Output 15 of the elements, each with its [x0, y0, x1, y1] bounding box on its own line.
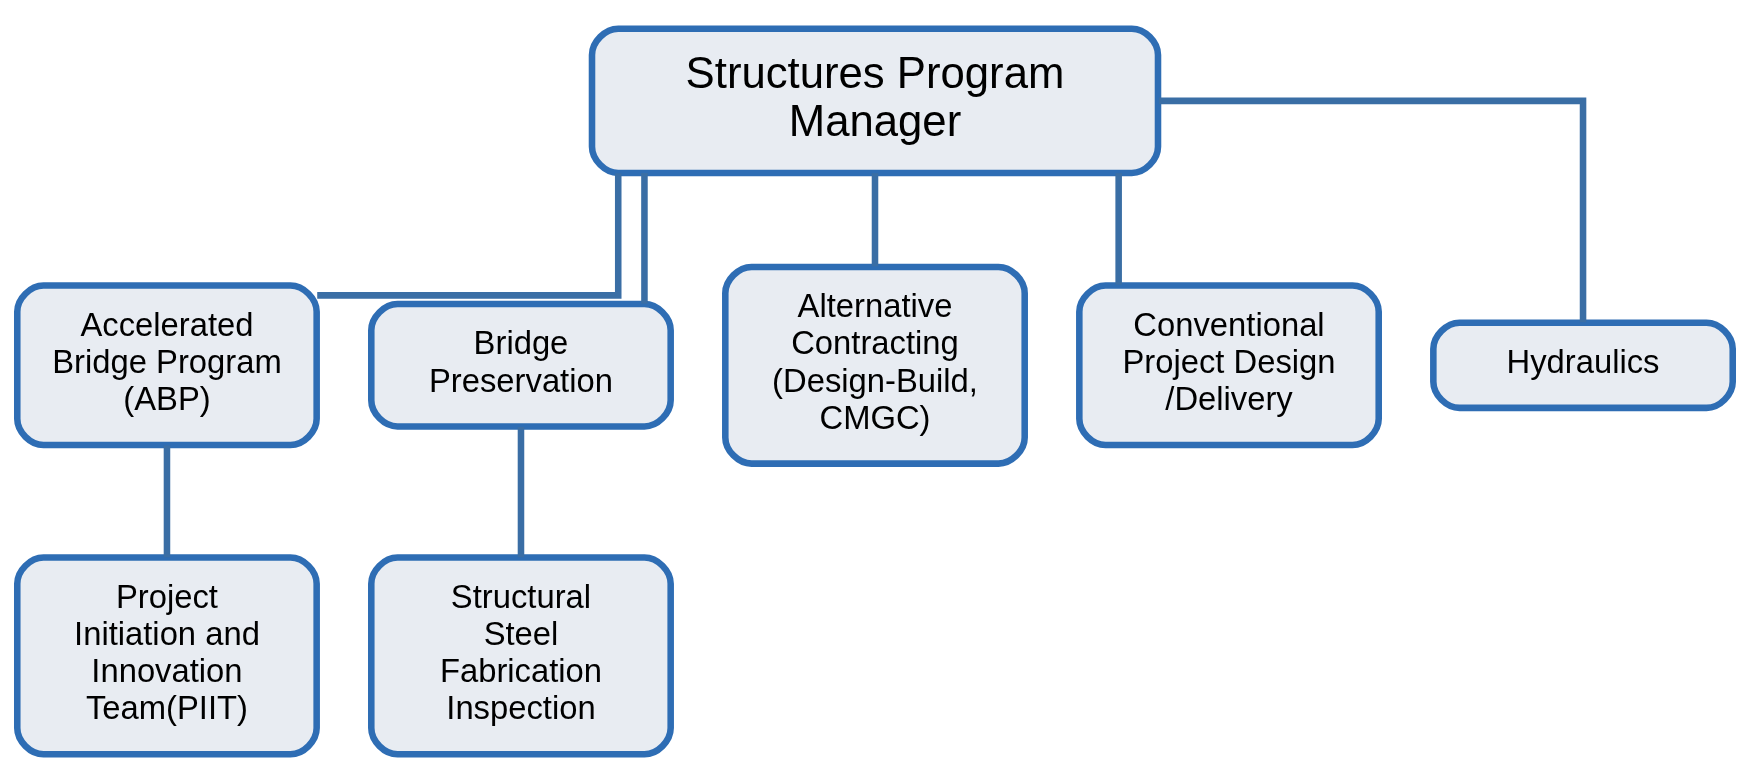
node-box: Structural Steel Fabrication Inspection [368, 554, 674, 758]
connector [1115, 173, 1122, 285]
node-box: Structures Program Manager [588, 25, 1162, 177]
node-box: Alternative Contracting (Design-Build, CMGC) [722, 263, 1028, 467]
node-box: Bridge Preservation [368, 300, 674, 430]
connector [163, 445, 171, 558]
connector [641, 173, 648, 304]
connector [517, 426, 525, 558]
node-box: Conventional Project Design/Delivery [1076, 282, 1382, 449]
node-box: Hydraulics [1430, 319, 1736, 412]
node-box: Accelerated Bridge Program (ABP) [14, 282, 320, 449]
node-box: Project Initiation and Innovation Team(PIIT) [14, 554, 320, 758]
connector [317, 173, 622, 299]
connector [871, 173, 879, 267]
connector [1158, 97, 1587, 323]
